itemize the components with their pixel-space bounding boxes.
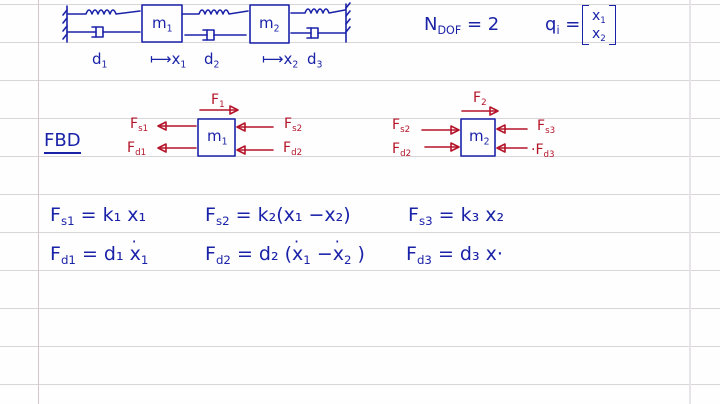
spring-k3-icon [290,8,346,14]
fbd-mass-m2-label: m2 [469,127,490,148]
fbd-mass-m2-box [460,118,496,157]
bracket-left [582,5,589,45]
spring-k2-icon [181,9,249,15]
equation-fd2: Fd2 = d₂ (x1 −x2 ) [205,234,365,266]
spring-k1-icon [66,9,141,15]
ruled-line [0,80,720,81]
fbd-mass-m1-label: m1 [207,127,228,148]
bracket-right [608,5,616,45]
ruled-line [0,156,720,157]
force-fs2-label: Fs2 [284,116,303,135]
ruled-line [0,346,720,347]
q-vector: x1 x2 [582,5,616,45]
ruled-line [0,232,720,233]
damper-d3-label: d3 [307,50,323,71]
ruled-line [0,118,720,119]
right-guide-line [689,0,691,404]
force-fd2-label: Fd2 [392,141,412,160]
equation-fs3: Fs3 = k₃ x₂ [408,204,505,229]
mass-m2-label: m2 [259,14,280,35]
ruled-line [0,4,720,5]
equation-fd3: Fd3 = d₃ x· [406,243,503,268]
force-fs2-label: Fs2 [392,117,411,136]
equation-fd1: Fd1 = d₁ x1 [50,234,148,266]
force-fd3-label: ·Fd3 [531,142,555,161]
force-fd2-label: Fd2 [283,140,303,159]
displacement-x2-label: ⟼x2 [262,50,299,71]
damper-d2-label: d2 [204,50,220,71]
fbd-body1-arrows [157,105,274,155]
displacement-x1-label: ⟼x1 [150,50,187,71]
fbd-heading: FBD [44,130,81,154]
force-f1-label: F1 [211,92,225,111]
margin-line [38,0,39,404]
damper-d3-icon [290,27,346,39]
ruled-line [0,194,720,195]
equation-fs2: Fs2 = k₂(x₁ −x₂) [205,204,351,229]
mass-m1-box [141,4,183,43]
x1-dot: x [130,234,141,264]
fbd-mass-m1-box [197,118,236,157]
left-wall-icon [62,5,68,43]
equation-fs1: Fs1 = k₁ x₁ [50,204,147,229]
mass-m1-label: m1 [152,14,173,35]
ruled-line [0,270,720,271]
q-vector-item: x1 [592,8,606,27]
q-vector-item: x2 [592,26,606,45]
x1-dot: x [292,234,303,264]
ndof-equation: NDOF = 2 [424,14,500,37]
damper-d2-icon [184,29,247,41]
ruled-line [0,42,720,43]
damper-d1-icon [66,26,141,38]
ruled-line [0,384,720,385]
q-vector-label: qi = [545,14,581,37]
ruled-line [0,308,720,309]
force-fs3-label: Fs3 [537,118,556,137]
mass-m2-box [249,4,290,44]
fbd-body2-arrows [421,106,528,153]
right-wall-icon [345,2,351,43]
force-fs1-label: Fs1 [130,116,149,135]
x2-dot: x [333,234,344,264]
damper-d1-label: d1 [92,50,108,71]
force-f2-label: F2 [473,90,487,109]
force-fd1-label: Fd1 [127,140,147,159]
